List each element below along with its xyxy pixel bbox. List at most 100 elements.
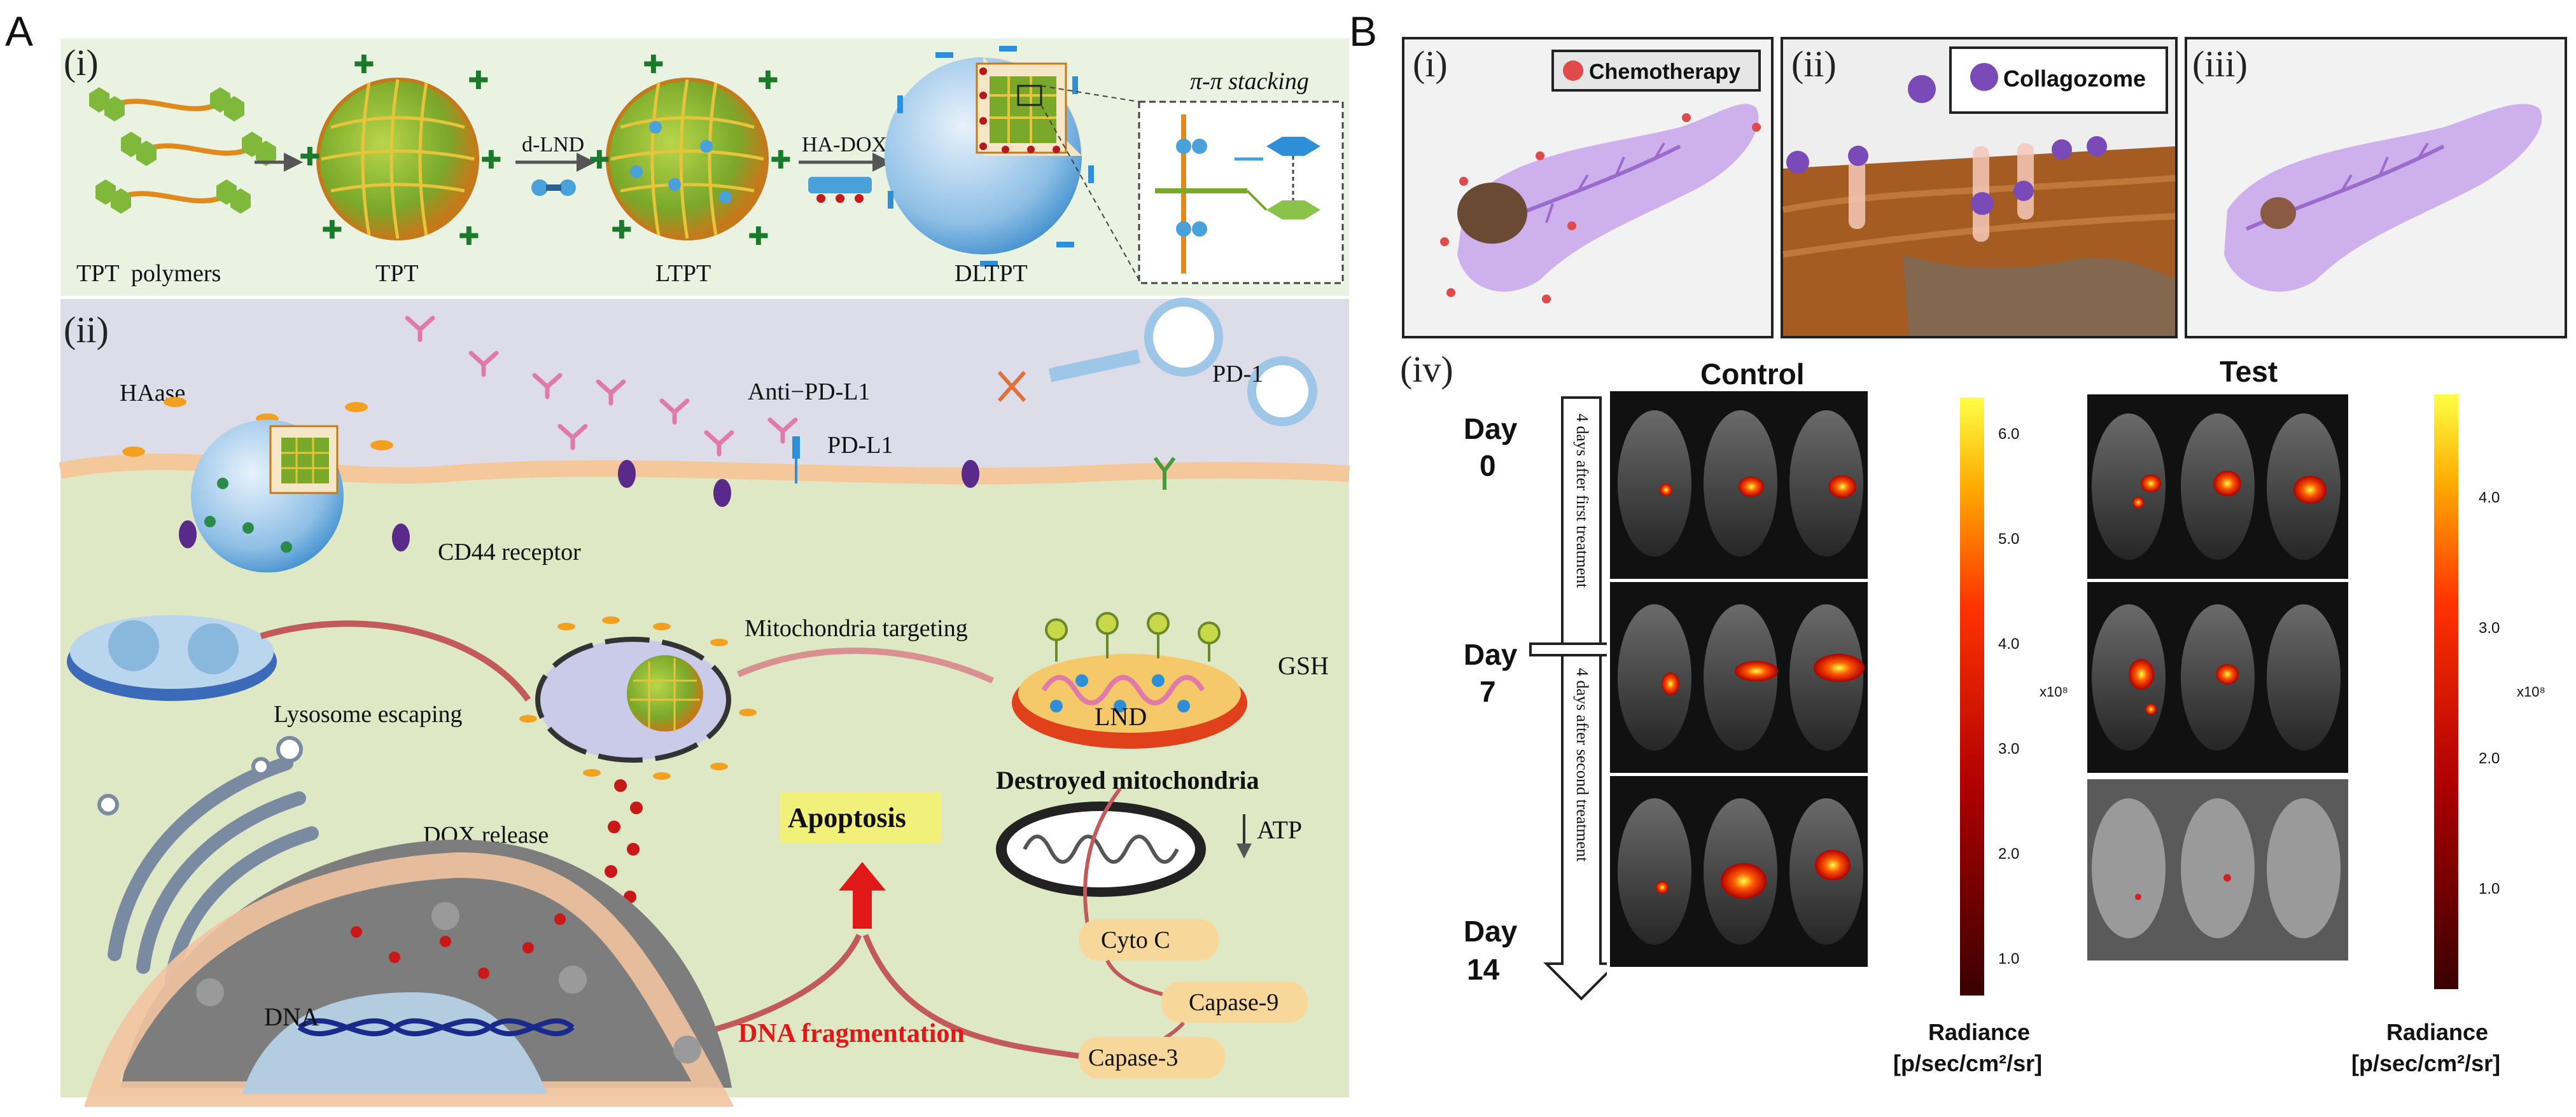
test-imaging-grid [2084, 394, 2348, 1030]
label-ha-dox: HA-DOX [802, 133, 887, 156]
day-14-word: Day [1464, 915, 1518, 948]
pd-l1-receptor [792, 436, 800, 483]
box-capase-9 [1161, 982, 1308, 1023]
svg-text:✚: ✚ [643, 51, 664, 79]
control-title: Control [1700, 357, 1805, 391]
cd44-receptors [179, 460, 979, 552]
label-apoptosis: Apoptosis [788, 802, 906, 833]
destroyed-mitochondrion [996, 801, 1206, 897]
test-colorbar-ticks: 4.0 3.0 2.0 1.0 [2479, 489, 2500, 898]
panel-b-iv-label: (iv) [1400, 349, 1453, 390]
box-cyto-c [1079, 919, 1219, 961]
section-ii-label: (ii) [64, 309, 109, 350]
label-mito-targeting: Mitochondria targeting [745, 615, 968, 642]
svg-text:Collagozome: Collagozome [2003, 66, 2146, 92]
label-lysosome: Lysosome escaping [274, 701, 463, 728]
label-capase-9: Capase-9 [1189, 989, 1278, 1016]
svg-text:✚: ✚ [480, 146, 502, 174]
svg-text:✚: ✚ [353, 51, 375, 79]
lysosome-dish [67, 615, 277, 701]
tpt-nanoparticle: ✚ ✚ ✚ ✚ ✚ ✚ [299, 51, 502, 251]
arrow-text-first: 4 days after first treatment [1573, 413, 1592, 588]
svg-text:6.0: 6.0 [1998, 426, 2019, 443]
panel-b-iii-label: (iii) [2192, 43, 2248, 85]
ltpt-nanoparticle: ✚ ✚ ✚ ✚ ✚ ✚ [589, 51, 792, 251]
control-imaging-grid [1607, 391, 1871, 1027]
timeline-arrow [1529, 396, 1630, 1001]
nucleus [83, 840, 734, 1107]
svg-text:Chemotherapy: Chemotherapy [1589, 60, 1740, 84]
test-colorbar [2434, 394, 2458, 989]
control-colorbar [1960, 398, 1984, 996]
arrow-to-mitochondria [737, 648, 995, 684]
panel-b-i-label: (i) [1413, 43, 1448, 85]
label-tpt-polymers: TPT polymers [76, 260, 221, 287]
vesicles [97, 736, 303, 815]
control-radiance-unit: [p/sec/cm²/sr] [1893, 1050, 2042, 1076]
label-pi-stacking: π-π stacking [1190, 68, 1309, 95]
svg-text:2.0: 2.0 [1998, 845, 2019, 863]
svg-text:3.0: 3.0 [1998, 740, 2019, 758]
label-dltpt: DLTPT [955, 260, 1028, 287]
panel-b-ii-label: (ii) [1791, 43, 1837, 85]
mitochondrion-lnd [1012, 612, 1247, 749]
golgi-apparatus [108, 756, 319, 987]
svg-text:✚: ✚ [770, 146, 792, 174]
test-radiance-unit: [p/sec/cm²/sr] [2351, 1050, 2500, 1076]
svg-text:✚: ✚ [299, 143, 321, 171]
day-0-word: Day [1464, 412, 1518, 445]
collagozome-legend: Collagozome [1949, 46, 2168, 114]
svg-text:1.0: 1.0 [1998, 950, 2019, 968]
arrow-lysosome-to-endosome [260, 620, 531, 702]
test-radiance-label: Radiance [2386, 1019, 2488, 1045]
dltpt-nanoparticle [885, 46, 1094, 267]
svg-text:1.0: 1.0 [2479, 880, 2500, 898]
svg-text:✚: ✚ [321, 216, 343, 244]
panel-b-iii [2185, 37, 2567, 338]
endosome [519, 616, 757, 780]
label-d-lnd: d-LND [522, 133, 584, 156]
haase-enzymes [122, 397, 393, 457]
label-lnd: LND [1095, 702, 1147, 731]
label-cyto-c: Cyto C [1101, 927, 1170, 954]
label-dna-fragmentation: DNA fragmentation [738, 1019, 965, 1048]
svg-text:4.0: 4.0 [1998, 635, 2019, 653]
label-gsh: GSH [1278, 651, 1329, 680]
anti-pd-l1-antibodies [405, 316, 798, 457]
svg-text:3.0: 3.0 [2479, 620, 2500, 637]
ha-dox-icon [808, 177, 872, 203]
box-capase-3 [1079, 1037, 1225, 1078]
svg-text:✚: ✚ [458, 223, 480, 251]
membrane-nanoparticle [191, 420, 344, 572]
apoptosis-red-arrow [839, 862, 886, 929]
control-colorbar-exp: x10⁸ [2040, 684, 2068, 700]
label-pd-1: PD-1 [1212, 361, 1263, 387]
label-capase-3: Capase-3 [1088, 1044, 1178, 1071]
arrow-text-second: 4 days after second treatment [1573, 668, 1592, 862]
test-title: Test [2220, 355, 2278, 388]
svg-text:✚: ✚ [589, 146, 610, 174]
svg-text:✚: ✚ [468, 67, 489, 95]
panel-b-ii [1781, 37, 2178, 338]
label-pd-l1: PD-L1 [827, 432, 893, 459]
test-colorbar-exp: x10⁸ [2517, 684, 2545, 700]
green-receptor [1153, 457, 1176, 490]
label-dna: DNA [264, 1003, 319, 1031]
lnd-molecule-icon [531, 179, 576, 196]
arrow-casp3-to-apoptosis [862, 934, 1079, 1059]
label-cd44: CD44 receptor [438, 539, 581, 565]
panel-b-letter: B [1349, 8, 1377, 55]
inset-connector-top [1040, 85, 1140, 102]
day-7-word: Day [1464, 638, 1518, 671]
tpt-polymers-illustration [89, 87, 276, 214]
svg-text:2.0: 2.0 [2479, 750, 2500, 767]
label-atp: ATP [1257, 815, 1302, 844]
chemotherapy-legend: Chemotherapy [1551, 50, 1761, 92]
day-0-num: 0 [1480, 449, 1496, 482]
label-destroyed-mito: Destroyed mitochondria [996, 766, 1259, 794]
label-anti-pd-l1: Anti−PD-L1 [748, 378, 870, 405]
inset-connector-bottom [1040, 104, 1140, 281]
svg-text:4.0: 4.0 [2479, 489, 2500, 506]
svg-text:✚: ✚ [748, 223, 769, 251]
